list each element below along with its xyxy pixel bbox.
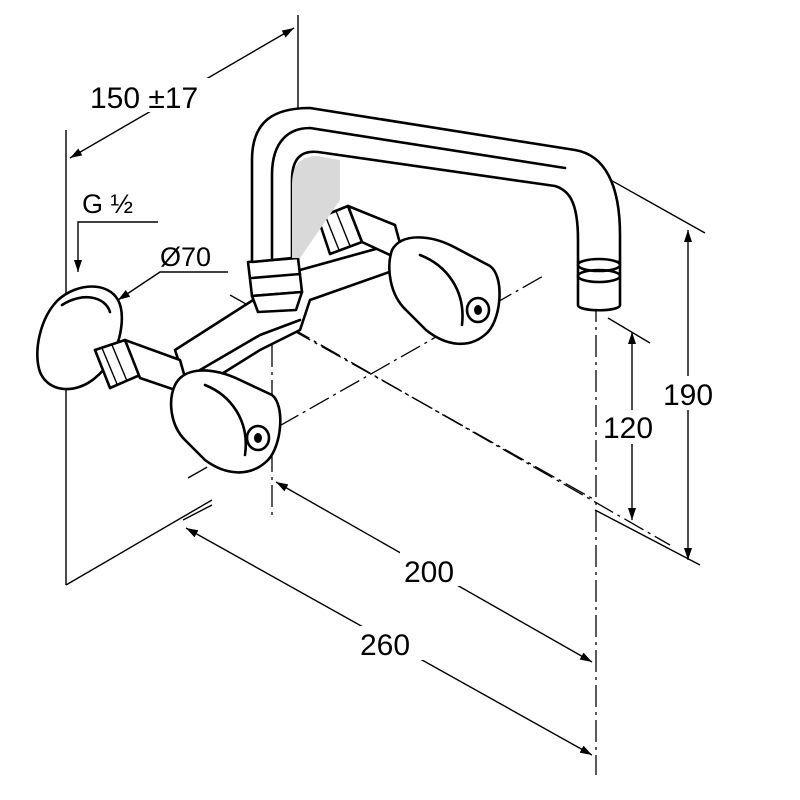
left-handle [169,369,282,474]
dim-projection-label: 150 ±17 [90,82,198,115]
dim-height-outlet-label: 120 [603,412,653,445]
dim-rosette-label: Ø70 [160,242,211,272]
dimension-labels: 150 ±17 G ½ Ø70 190 120 200 260 [82,78,724,662]
faucet-body [36,106,622,474]
dim-height-total-label: 190 [663,379,713,412]
right-handle [388,236,501,346]
dim-wall-outlet-label: 260 [360,629,410,662]
dim-thread-label: G ½ [82,189,133,219]
dim-centre-outlet-label: 200 [404,556,454,589]
aerator [576,260,622,312]
